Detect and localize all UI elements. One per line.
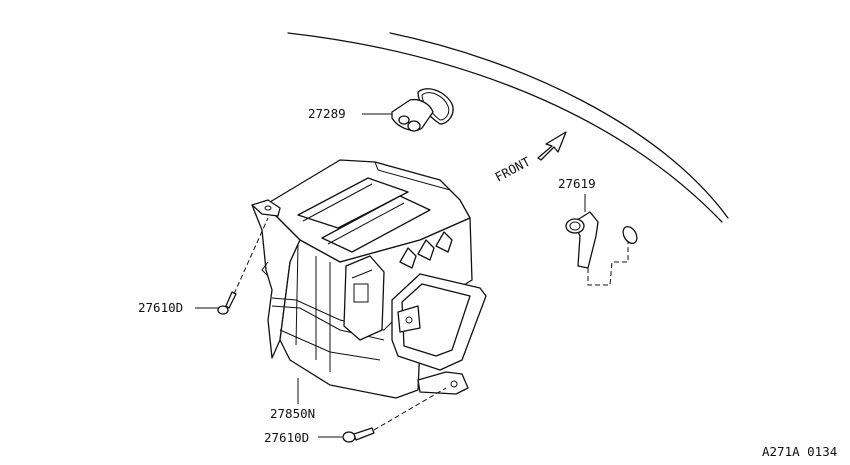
part-27610d-screw-top xyxy=(195,217,269,315)
body-outline-lines xyxy=(287,32,729,223)
part-27610d-screw-bottom xyxy=(318,387,447,443)
part-label-27619: 27619 xyxy=(558,176,596,191)
part-label-27610d-top: 27610D xyxy=(138,300,183,315)
front-label: FRONT xyxy=(492,154,533,185)
part-27850n-heater-unit xyxy=(251,159,487,404)
part-label-27850n: 27850N xyxy=(270,406,315,421)
part-label-27289: 27289 xyxy=(308,106,346,121)
part-label-27610d-bottom: 27610D xyxy=(264,430,309,445)
front-direction-arrow: FRONT xyxy=(492,131,567,185)
diagram-ref-code: A271A 0134 xyxy=(762,444,837,459)
part-27619-elbow xyxy=(565,194,638,286)
part-27289-grommet xyxy=(362,88,454,132)
